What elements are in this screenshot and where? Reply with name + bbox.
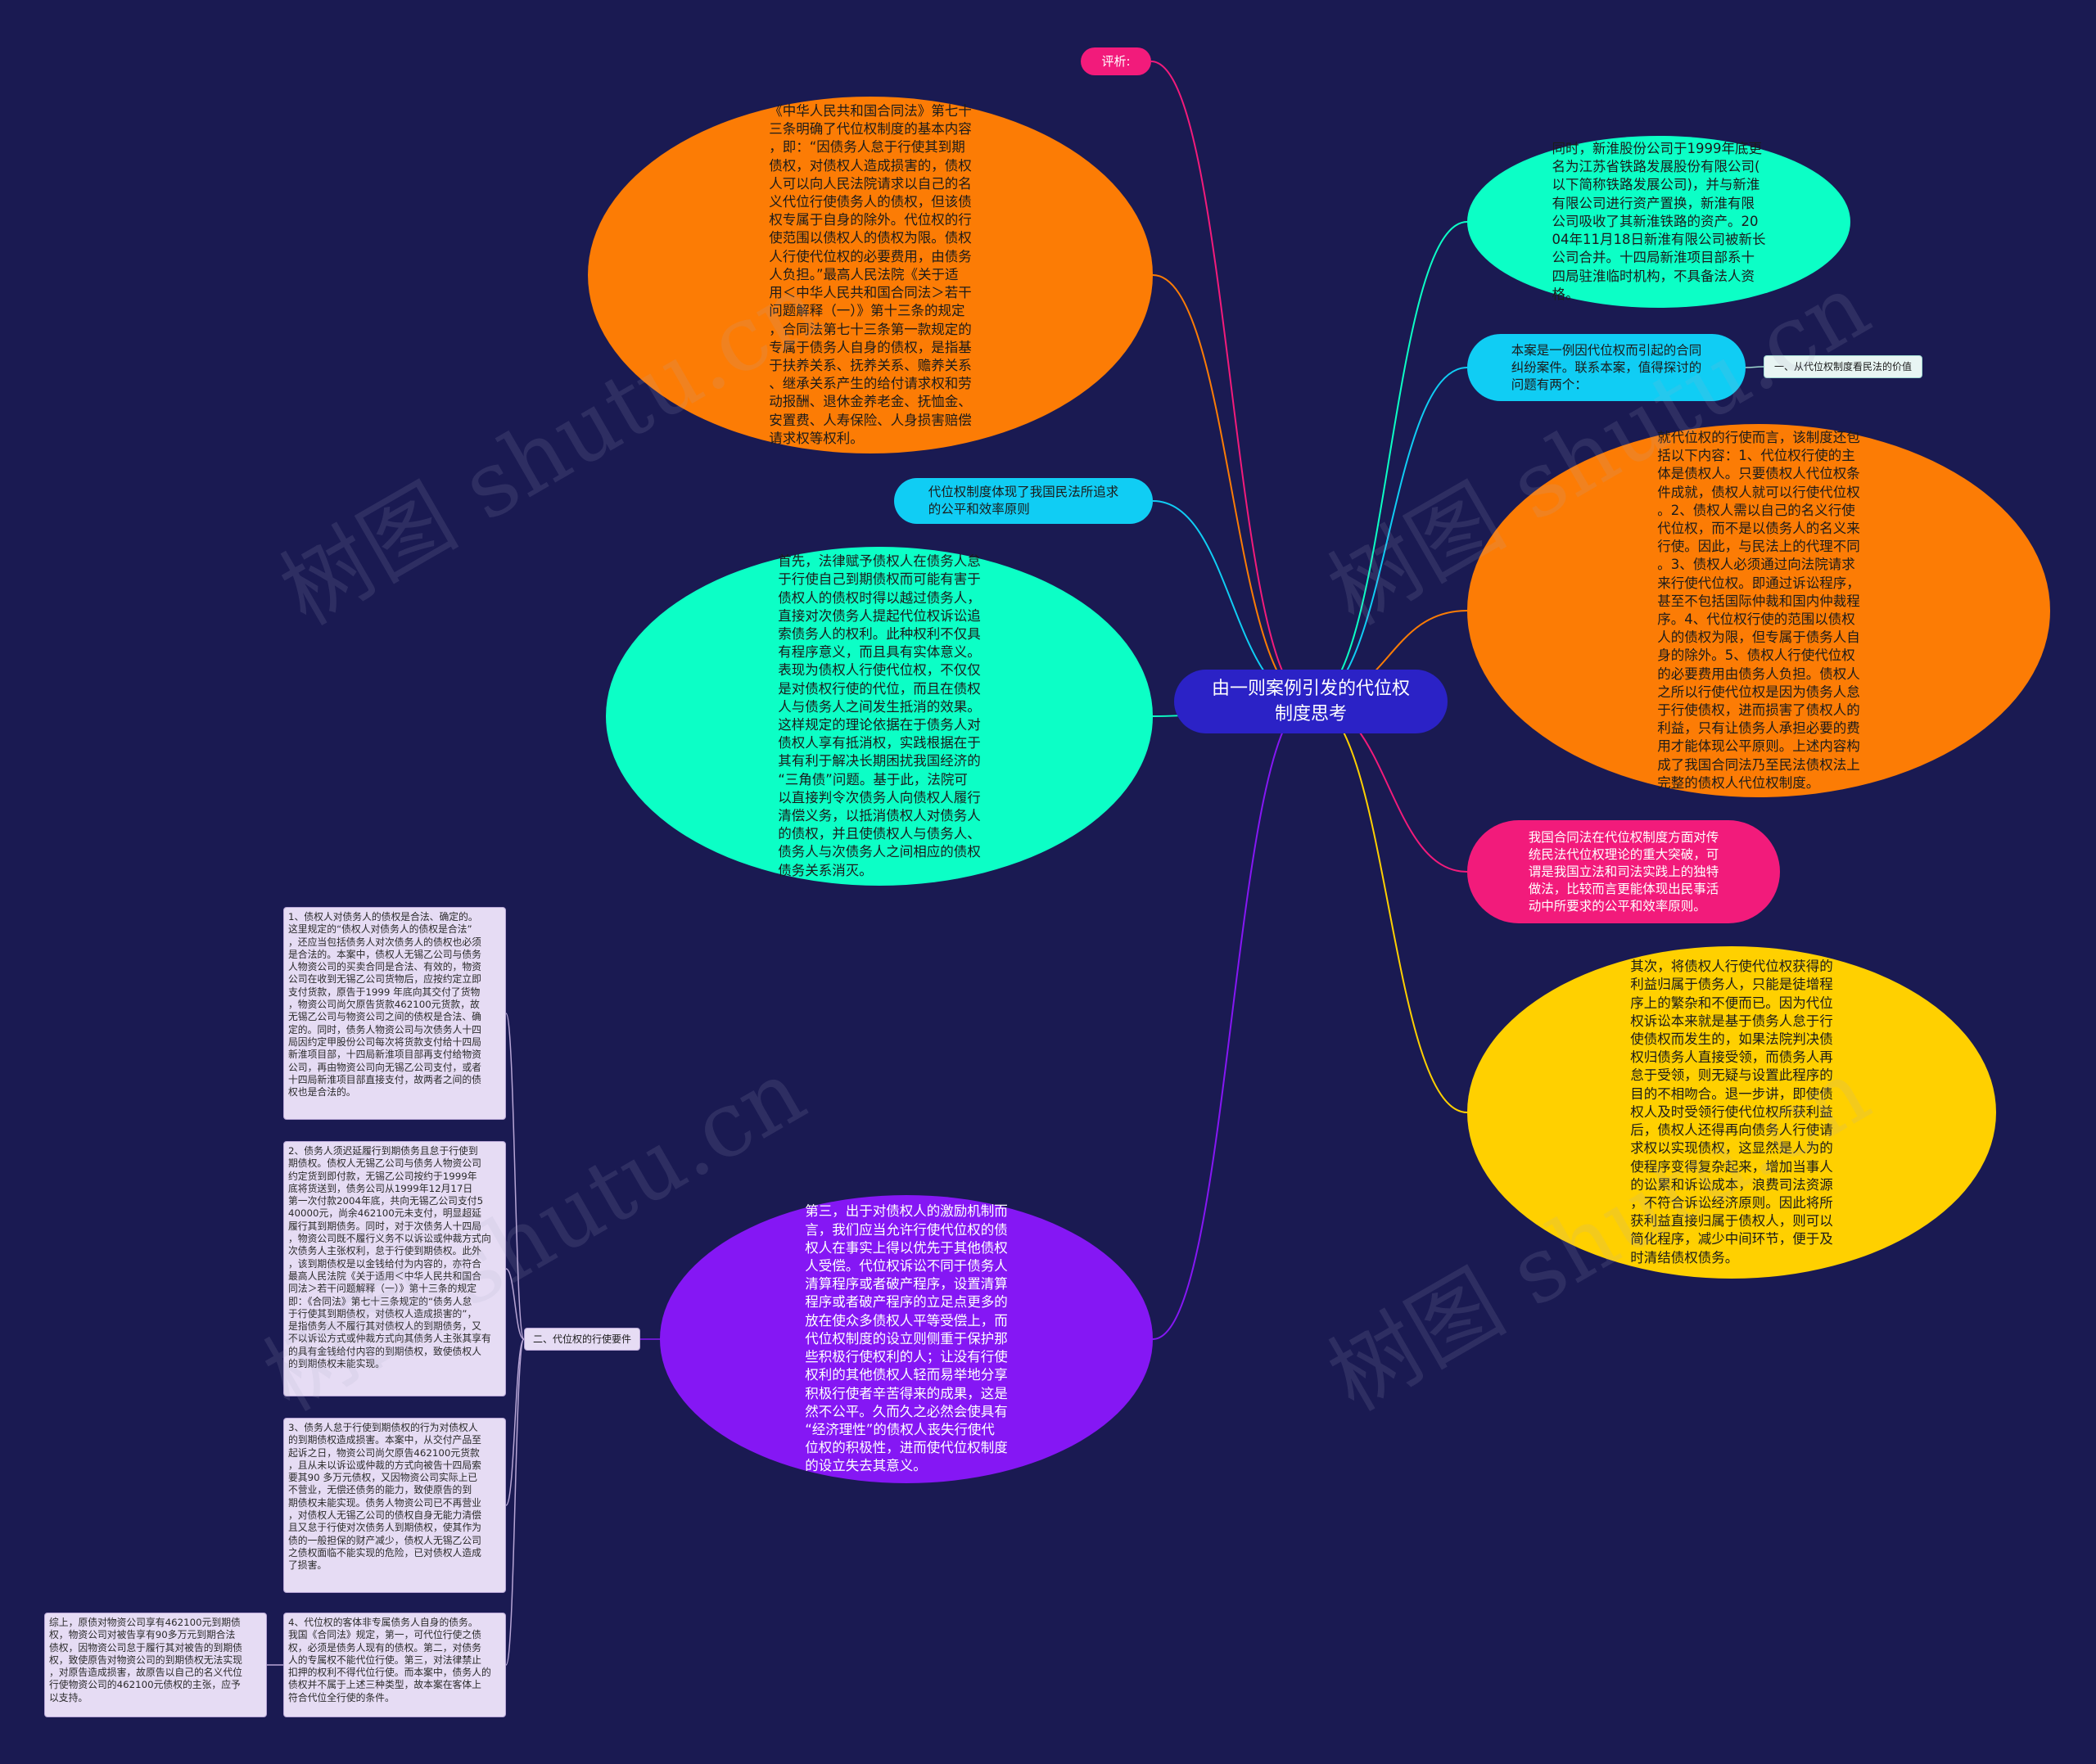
node-requirement-3-text: 3、债务人怠于行使到期债权的行为对债权人 的到期债权造成损害。本案中，从交付产品… [288, 1422, 481, 1572]
node-legislative-breakthrough[interactable]: 我国合同法在代位权制度方面对传 统民法代位权理论的重大突破，可 谓是我国立法和司… [1467, 820, 1780, 923]
node-requirement-2[interactable]: 2、债务人须迟延履行到期债务且怠于行使到 期债权。债权人无锡乙公司与债务人物资公… [283, 1141, 506, 1396]
node-third-point[interactable]: 第三，出于对债权人的激励机制而 言，我们应当允许行使代位权的债 权人在事实上得以… [660, 1195, 1153, 1483]
link-second [1309, 701, 1468, 1113]
node-requirement-2-text: 2、债务人须迟延履行到期债务且怠于行使到 期债权。债权人无锡乙公司与债务人物资公… [288, 1145, 491, 1370]
node-efficiency-principle[interactable]: 代位权制度体现了我国民法所追求 的公平和效率原则 [894, 478, 1153, 524]
node-exercise-requirements-label: 二、代位权的行使要件 [532, 1333, 631, 1345]
node-efficiency-principle-text: 代位权制度体现了我国民法所追求 的公平和效率原则 [928, 485, 1119, 517]
node-case-intro-text: 本案是一例因代位权而引起的合同 纠纷案件。联系本案，值得探讨的 问题有两个： [1511, 342, 1702, 392]
node-requirement-4-text: 4、代位权的客体非专属债务人自身的债务。 我国《合同法》规定，第一，可代位行使之… [288, 1617, 491, 1703]
node-pingxi[interactable]: 评析: [1081, 47, 1151, 75]
node-legislative-breakthrough-text: 我国合同法在代位权制度方面对传 统民法代位权理论的重大突破，可 谓是我国立法和司… [1528, 829, 1719, 914]
node-requirement-1[interactable]: 1、债权人对债务人的债权是合法、确定的。 这里规定的“债权人对债务人的债权是合法… [283, 907, 506, 1120]
node-exercise-elements[interactable]: 就代位权的行使而言，该制度还包 括以下内容：1、代位权行使的主 体是债权人。只要… [1467, 424, 2050, 797]
node-case-intro[interactable]: 本案是一例因代位权而引起的合同 纠纷案件。联系本案，值得探讨的 问题有两个： [1467, 334, 1746, 401]
node-requirement-4[interactable]: 4、代位权的客体非专属债务人自身的债务。 我国《合同法》规定，第一，可代位行使之… [283, 1613, 506, 1717]
node-second-point[interactable]: 其次，将债权人行使代位权获得的 利益归属于债务人，只能是徒增程 序上的繁杂和不便… [1467, 946, 1996, 1279]
node-pingxi-label: 评析: [1101, 54, 1131, 69]
node-company-merger-text: 同时，新淮股份公司于1999年底更 名为江苏省铁路发展股份有限公司( 以下简称铁… [1552, 141, 1766, 302]
node-conclusion[interactable]: 综上，原债对物资公司享有462100元到期债 权，物资公司对被告享有90多万元到… [44, 1613, 267, 1717]
node-civil-value-section-label: 一、从代位权制度看民法的价值 [1773, 361, 1912, 372]
link-req3 [505, 1338, 525, 1506]
link-third [1152, 701, 1311, 1340]
link-case-intro [1309, 367, 1468, 702]
node-first-point[interactable]: 首先，法律赋予债权人在债务人怠 于行使自己到期债权而可能有害于 债权人的债权时得… [606, 547, 1153, 886]
link-merger [1309, 221, 1468, 702]
node-requirement-3[interactable]: 3、债务人怠于行使到期债权的行为对债权人 的到期债权造成损害。本案中，从交付产品… [283, 1418, 506, 1593]
node-conclusion-text: 综上，原债对物资公司享有462100元到期债 权，物资公司对被告享有90多万元到… [49, 1617, 242, 1703]
node-first-point-text: 首先，法律赋予债权人在债务人怠 于行使自己到期债权而可能有害于 债权人的债权时得… [778, 553, 981, 878]
link-req4 [505, 1338, 525, 1666]
central-topic-label: 由一则案例引发的代位权 制度思考 [1211, 679, 1410, 724]
link-civil-value [1745, 366, 1764, 368]
node-second-point-text: 其次，将债权人行使代位权获得的 利益归属于债务人，只能是徒增程 序上的繁杂和不便… [1630, 959, 1833, 1265]
node-company-merger[interactable]: 同时，新淮股份公司于1999年底更 名为江苏省铁路发展股份有限公司( 以下简称铁… [1467, 136, 1850, 308]
link-req1 [505, 1013, 525, 1340]
link-pingxi [1150, 61, 1311, 702]
node-exercise-requirements[interactable]: 二、代位权的行使要件 [524, 1328, 640, 1351]
node-requirement-1-text: 1、债权人对债务人的债权是合法、确定的。 这里规定的“债权人对债务人的债权是合法… [288, 911, 481, 1099]
node-third-point-text: 第三，出于对债权人的激励机制而 言，我们应当允许行使代位权的债 权人在事实上得以… [805, 1203, 1008, 1474]
link-civil-code [1152, 274, 1311, 702]
central-topic[interactable]: 由一则案例引发的代位权 制度思考 [1174, 670, 1448, 733]
node-civil-code-art73-text: 《中华人民共和国合同法》第七十 三条明确了代位权制度的基本内容 ，即：“因债务人… [769, 103, 972, 446]
node-civil-value-section[interactable]: 一、从代位权制度看民法的价值 [1764, 355, 1922, 378]
node-civil-code-art73[interactable]: 《中华人民共和国合同法》第七十 三条明确了代位权制度的基本内容 ，即：“因债务人… [588, 97, 1153, 453]
node-exercise-elements-text: 就代位权的行使而言，该制度还包 括以下内容：1、代位权行使的主 体是债权人。只要… [1657, 429, 1860, 791]
link-req2 [505, 1268, 525, 1340]
